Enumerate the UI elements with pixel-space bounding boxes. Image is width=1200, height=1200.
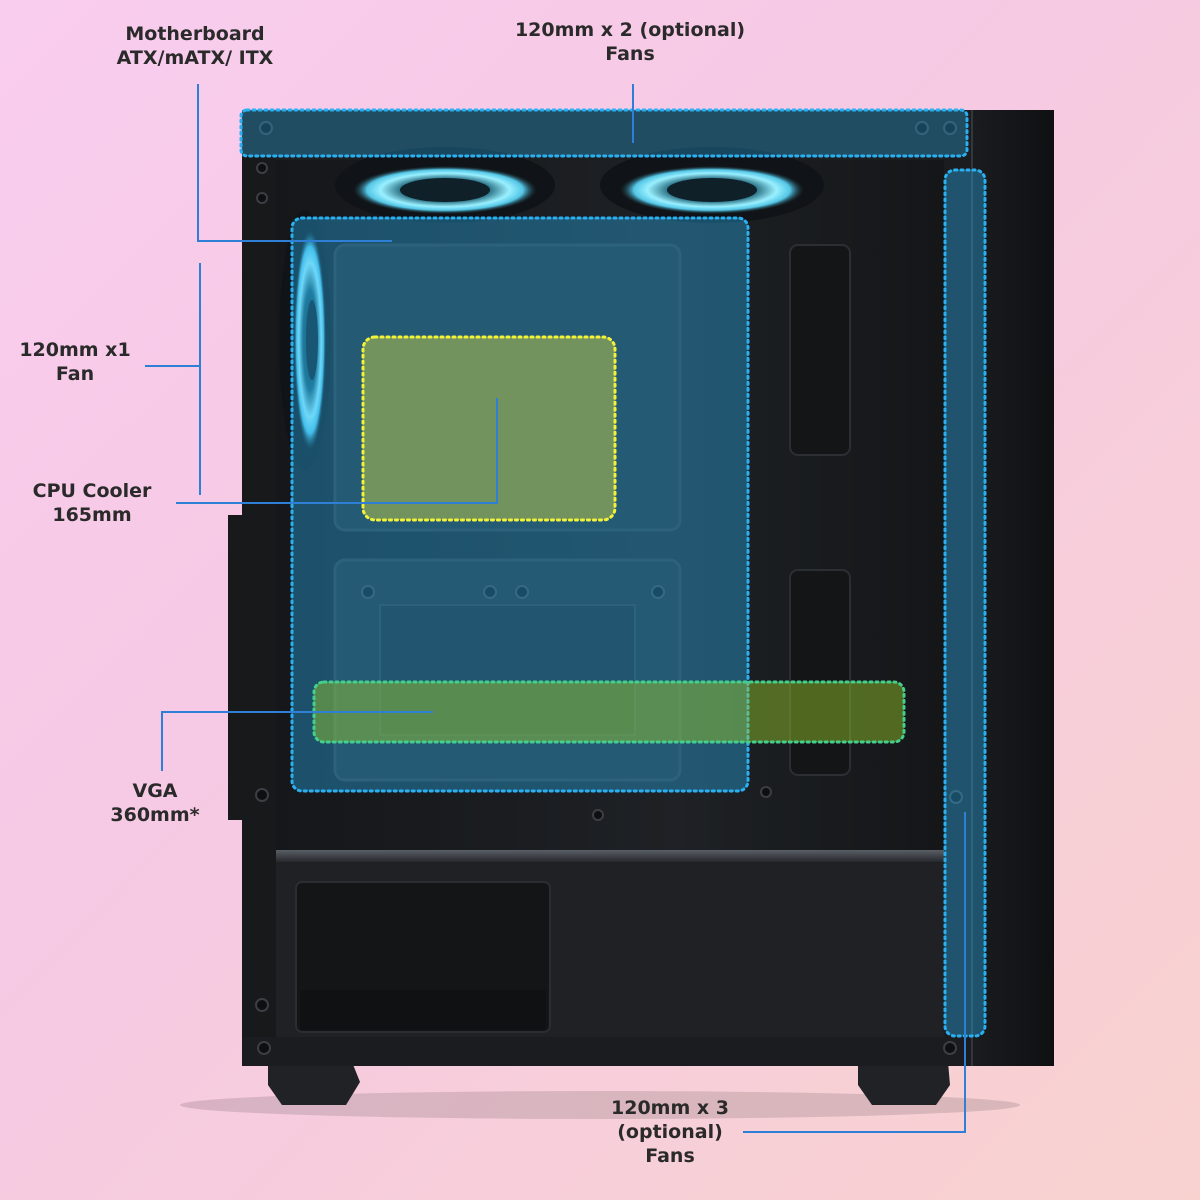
front-fans-label-line2: (optional) bbox=[617, 1121, 723, 1143]
front-fans-callout-line bbox=[743, 812, 966, 1133]
motherboard-label-line1: Motherboard bbox=[125, 23, 265, 45]
motherboard-label: Motherboard ATX/mATX/ ITX bbox=[90, 22, 300, 70]
top-fans-label: 120mm x 2 (optional) Fans bbox=[500, 18, 760, 66]
motherboard-tray bbox=[333, 243, 682, 532]
side-fan-label-line2: Fan bbox=[55, 363, 95, 385]
vga-label-line2: 360mm* bbox=[110, 804, 200, 826]
cpu-cooler-callout-line bbox=[176, 398, 498, 504]
cpu-cooler-label-line1: CPU Cooler bbox=[32, 480, 152, 502]
case-foot-left bbox=[268, 1062, 360, 1105]
front-fans-label-line3: Fans bbox=[645, 1145, 695, 1167]
front-fans-label-line1: 120mm x 3 bbox=[611, 1097, 729, 1119]
vga-callout-line bbox=[161, 711, 433, 771]
psu-shroud-edge bbox=[276, 850, 944, 862]
top-fan-1 bbox=[335, 147, 555, 223]
top-fans-zone bbox=[239, 108, 969, 158]
top-fans-label-line2: Fans bbox=[605, 43, 655, 65]
cpu-cooler-label: CPU Cooler 165mm bbox=[22, 479, 162, 527]
case-foot-right bbox=[858, 1062, 950, 1105]
cpu-cooler-label-line2: 165mm bbox=[52, 504, 132, 526]
top-fans-label-line1: 120mm x 2 (optional) bbox=[514, 19, 746, 41]
case-shadow bbox=[180, 1091, 1020, 1119]
cpu-cooler-zone bbox=[361, 335, 617, 522]
vga-label: VGA 360mm* bbox=[90, 779, 220, 827]
front-fans-label: 120mm x 3 (optional) Fans bbox=[580, 1096, 760, 1168]
motherboard-label-line2: ATX/mATX/ ITX bbox=[116, 47, 274, 69]
side-fan-label-line1: 120mm x1 bbox=[19, 339, 131, 361]
vga-label-line1: VGA bbox=[132, 780, 178, 802]
motherboard-callout-line bbox=[197, 84, 392, 242]
motherboard-zone bbox=[290, 216, 750, 793]
side-fan-label: 120mm x1 Fan bbox=[10, 338, 140, 386]
top-fan-2 bbox=[600, 147, 824, 223]
